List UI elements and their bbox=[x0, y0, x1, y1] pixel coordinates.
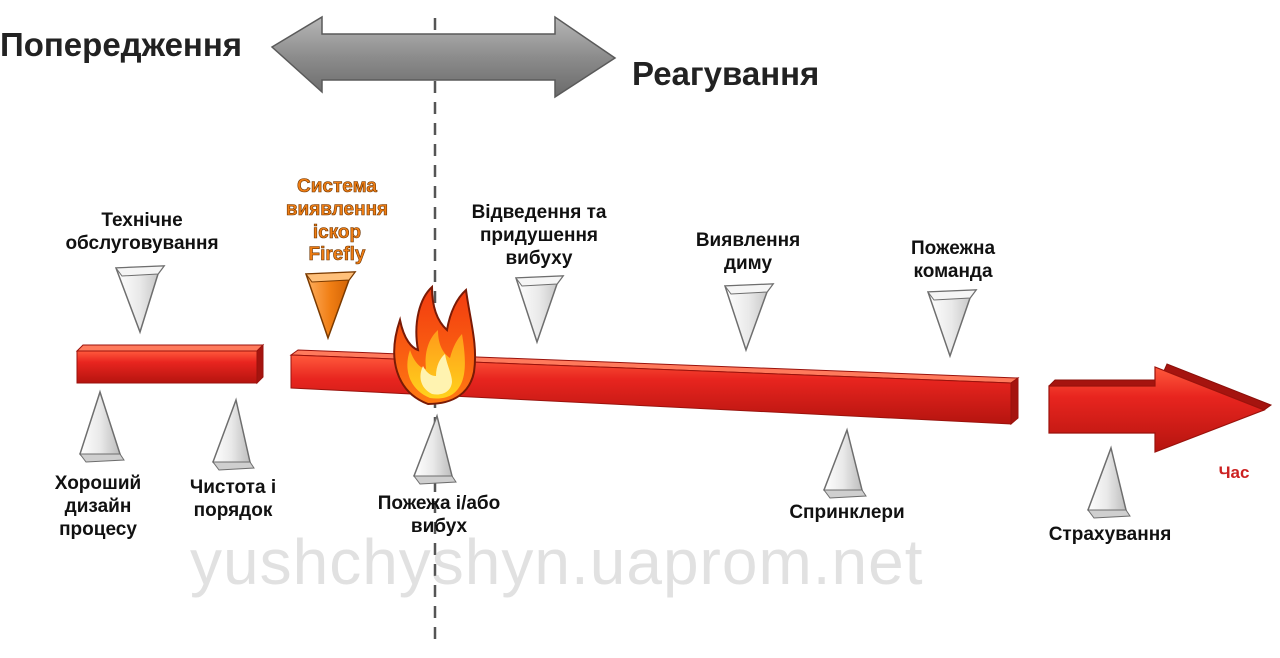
double-arrow-icon bbox=[270, 15, 617, 99]
triangle-marker-icon bbox=[114, 265, 166, 335]
stage-label-insurance: Страхування bbox=[1048, 524, 1172, 545]
stage-label-fire-brigade: Пожежна команда bbox=[910, 238, 996, 282]
stage-label-good-design: Хороший дизайн процесу bbox=[54, 473, 142, 540]
triangle-marker-icon bbox=[212, 397, 255, 471]
time-axis-label: Час bbox=[1218, 463, 1250, 482]
triangle-marker-icon bbox=[823, 427, 867, 499]
triangle-marker-spark-detection bbox=[304, 271, 357, 341]
stage-label-sprinklers: Спринклери bbox=[789, 502, 905, 523]
stage-label-explosion-suppression: Відведення та придушення вибуху bbox=[471, 202, 607, 269]
triangle-marker-icon bbox=[926, 289, 978, 359]
stage-label-fire-event: Пожежа і/або вибух bbox=[377, 493, 501, 537]
prevention-header: Попередження bbox=[0, 26, 243, 63]
response-header: Реагування bbox=[632, 55, 820, 92]
stage-label-order: Чистота і порядок bbox=[189, 477, 277, 521]
fire-icon bbox=[393, 284, 477, 406]
triangle-marker-icon bbox=[79, 389, 125, 463]
triangle-marker-icon bbox=[514, 275, 565, 345]
stage-label-smoke-detection: Виявлення диму bbox=[695, 230, 801, 274]
triangle-marker-icon bbox=[1087, 445, 1131, 519]
timeline-bar-segment-1 bbox=[75, 343, 265, 385]
time-arrow bbox=[1048, 363, 1273, 453]
triangle-marker-icon bbox=[413, 413, 457, 485]
watermark: yushchyshyn.uaprom.net bbox=[190, 526, 924, 598]
triangle-marker-icon bbox=[723, 283, 775, 353]
stage-label-spark-detection: Система виявлення іскор Firefly bbox=[285, 176, 389, 266]
stage-label-maintenance: Технічне обслуговування bbox=[65, 210, 219, 254]
